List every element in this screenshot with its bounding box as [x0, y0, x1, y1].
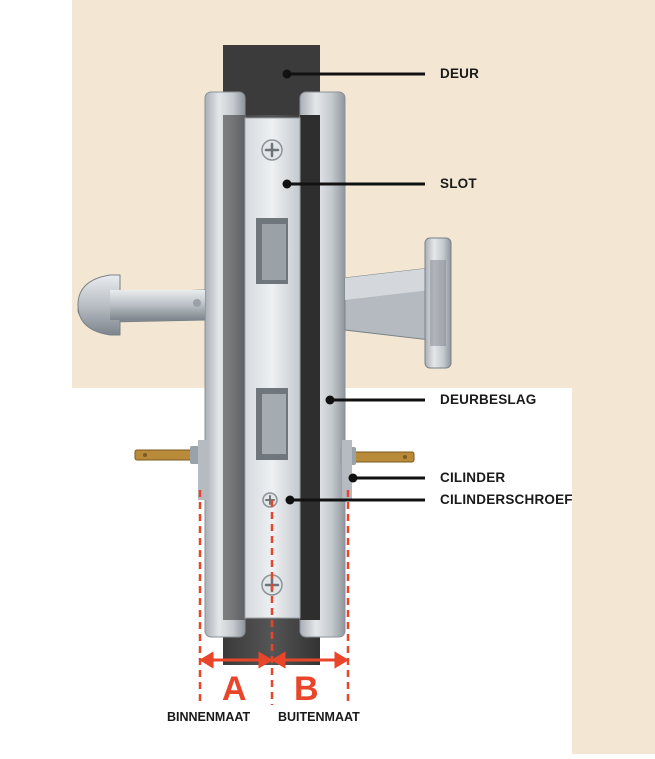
inner-key — [134, 446, 206, 464]
callout-leaders — [287, 72, 425, 502]
callout-cilinderschroef: CILINDERSCHROEF — [440, 492, 573, 507]
wall-right-strip — [572, 0, 655, 754]
inner-lever-handle — [77, 274, 206, 336]
callout-deur: DEUR — [440, 66, 480, 81]
callout-slot: SLOT — [440, 176, 477, 191]
lock-faceplate — [244, 117, 301, 619]
cylinder-inner-stub — [198, 440, 208, 500]
callout-dots — [282, 69, 358, 505]
cylinder-screw — [262, 492, 278, 508]
dimension-guides — [198, 490, 350, 705]
dimension-arrows — [199, 651, 349, 669]
dimension-a-letter: A — [222, 670, 247, 708]
dimension-b-label: BUITENMAAT — [278, 710, 360, 724]
outer-lever-handle — [344, 237, 452, 369]
callout-deurbeslag: DEURBESLAG — [440, 392, 537, 407]
dimension-b-letter: B — [294, 670, 319, 708]
dimension-a-label: BINNENMAAT — [167, 710, 251, 724]
cylinder-outer-stub — [342, 440, 352, 500]
top-screw — [261, 139, 283, 161]
callout-cilinder: CILINDER — [440, 470, 506, 485]
